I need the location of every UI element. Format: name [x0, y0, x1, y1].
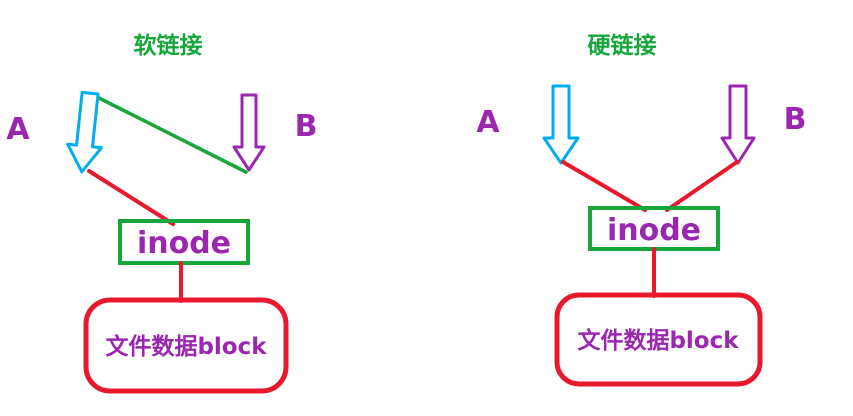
soft-arrow-a [66, 90, 103, 174]
hard-inode-label: inode [607, 213, 701, 248]
soft-data-block-label: 文件数据block [105, 333, 267, 360]
soft-line-a-to-inode [87, 169, 175, 226]
soft-inode-box [118, 219, 250, 265]
hard-line-a-to-inode [561, 160, 647, 212]
soft-label-a: A [6, 112, 30, 147]
soft-data-block-box [83, 297, 289, 394]
hard-link-title: 硬链接 [588, 32, 657, 59]
soft-link-title: 软链接 [134, 32, 203, 59]
hard-label-a: A [476, 105, 500, 140]
hard-arrow-b [720, 84, 756, 165]
hard-line-b-to-inode [665, 160, 739, 212]
soft-label-b: B [295, 109, 318, 144]
hard-data-block-label: 文件数据block [577, 327, 739, 354]
soft-link-diagram: 软链接 A B inode 文件数据block [6, 32, 318, 394]
hard-data-block-box [554, 292, 763, 387]
hard-label-b: B [784, 102, 807, 137]
hard-arrow-a [542, 84, 580, 165]
soft-arrow-b [232, 93, 266, 172]
soft-link-line-b-to-a [95, 95, 248, 174]
soft-inode-label: inode [137, 226, 231, 261]
hard-link-diagram: 硬链接 A B inode 文件数据block [476, 32, 807, 387]
